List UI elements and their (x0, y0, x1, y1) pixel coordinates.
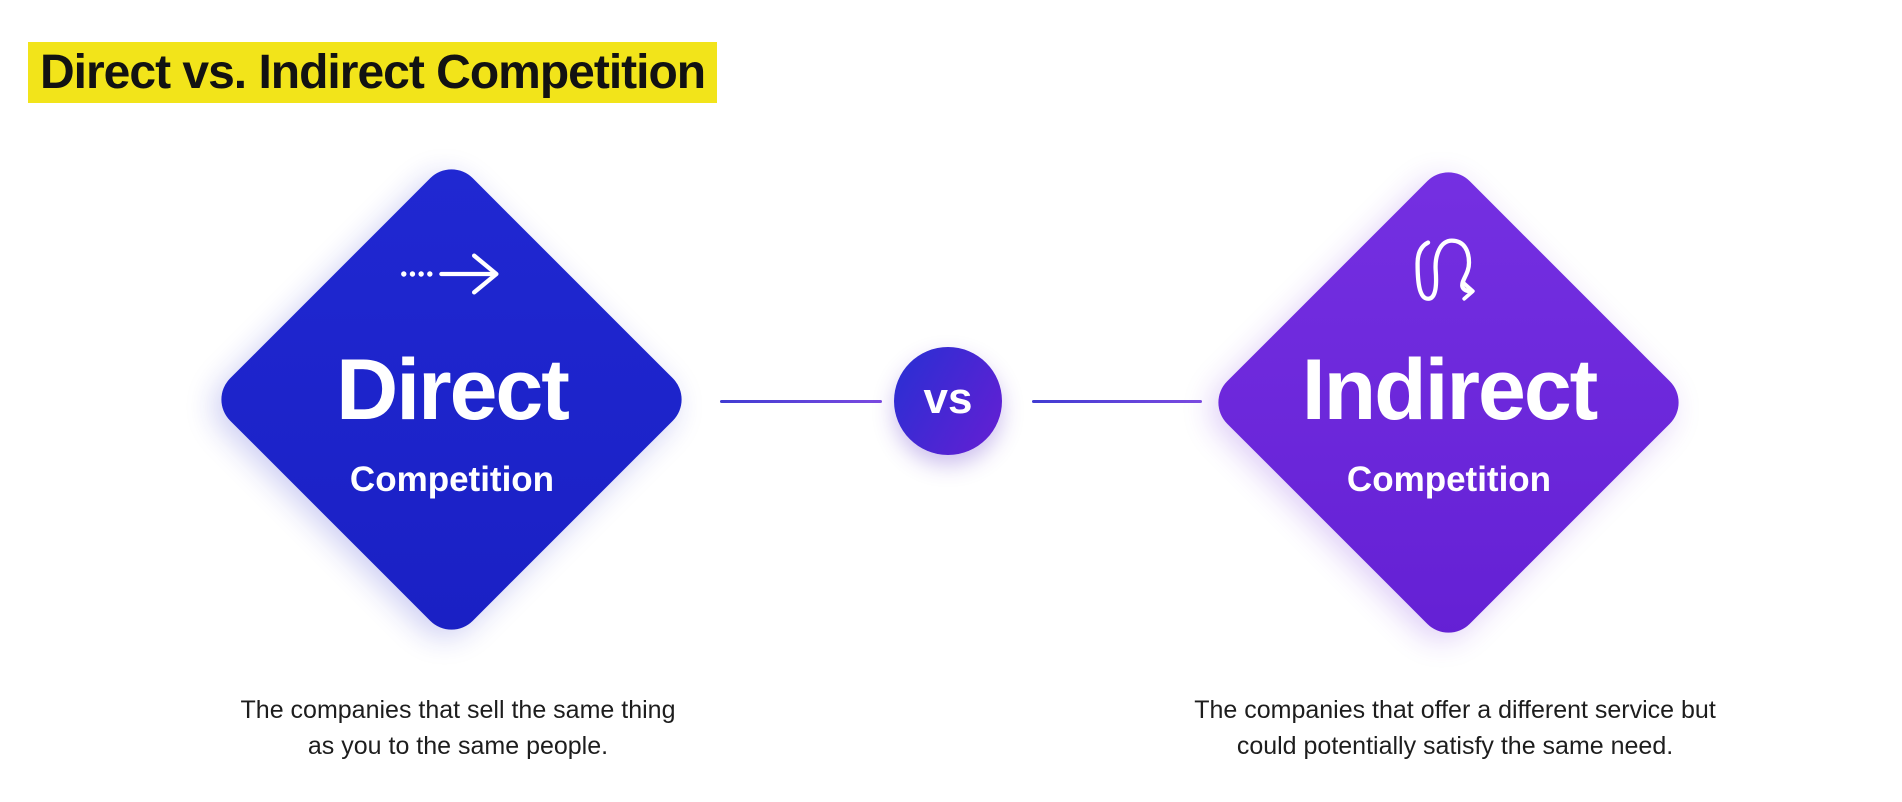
page-title-highlight: Direct vs. Indirect Competition (28, 42, 718, 103)
indirect-diamond-shape (1205, 159, 1692, 646)
indirect-description-line1: The companies that offer a different ser… (1194, 696, 1716, 724)
vs-badge: vs (894, 347, 1002, 455)
direct-description-line2: as you to the same people. (307, 732, 609, 760)
direct-description-line1: The companies that sell the same thing (240, 696, 676, 724)
vs-label: vs (923, 374, 973, 423)
direct-diamond-shape (208, 156, 695, 643)
indirect-description-line2: could potentially satisfy the same need. (1236, 732, 1674, 760)
direct-description: The companies that sell the same thing a… (158, 692, 758, 764)
indirect-description: The companies that offer a different ser… (1145, 692, 1765, 764)
right-connector-line (1032, 400, 1202, 403)
page-title: Direct vs. Indirect Competition (40, 46, 706, 99)
left-connector-line (720, 400, 882, 403)
